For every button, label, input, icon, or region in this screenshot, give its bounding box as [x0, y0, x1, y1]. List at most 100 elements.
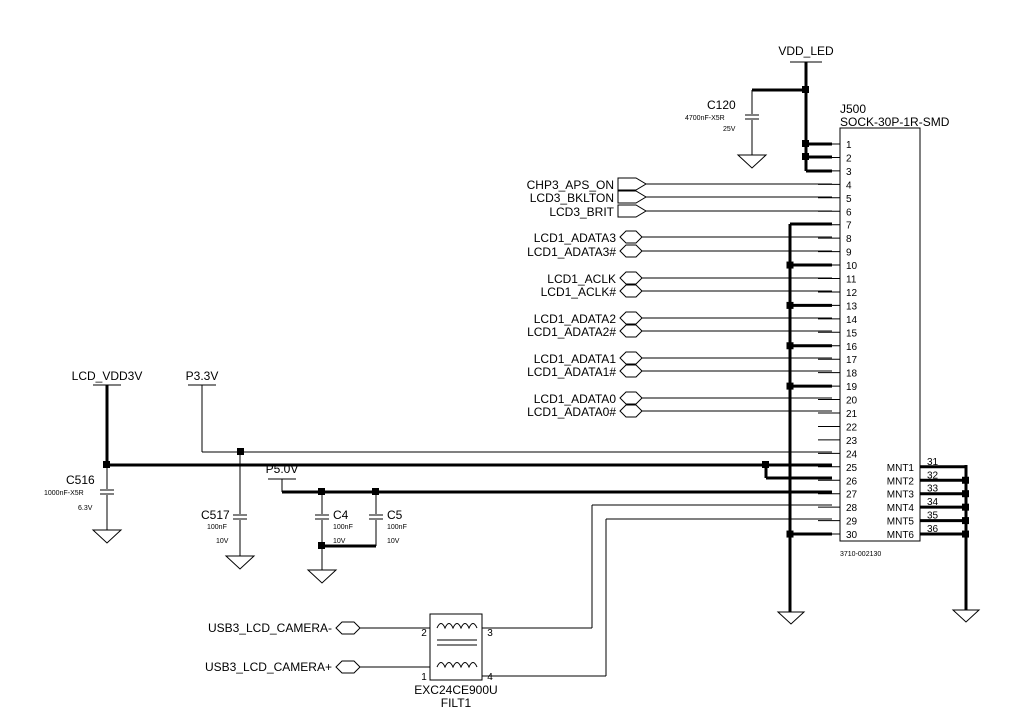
port-lcd1-adata1 — [619, 351, 643, 365]
filter-pin-1: 1 — [421, 672, 427, 683]
ground-junctions — [786, 261, 832, 538]
c120-volt: 25V — [723, 126, 736, 133]
c517-volt: 10V — [216, 538, 229, 545]
signal-lcd1-adata0: LCD1_ADATA0 — [534, 392, 617, 406]
pin-number: 22 — [846, 422, 858, 433]
filter-pin-3: 3 — [487, 628, 493, 639]
connector-pin-numbers: 1234567891011121314151617181920212223242… — [846, 140, 858, 541]
port-lcd1-adata0 — [619, 391, 643, 405]
junction — [372, 488, 379, 495]
pin-number: 1 — [846, 140, 852, 151]
mnt-pin-number: 32 — [927, 470, 939, 481]
signal-ports: CHP3_APS_ON LCD3_BKLTON LCD3_BRIT LCD1_A… — [527, 177, 832, 419]
port-lcd1-adata1n — [619, 364, 643, 378]
port-lcd1-aclkn — [619, 284, 643, 298]
junction — [786, 301, 794, 309]
pin-number: 28 — [846, 503, 858, 514]
signal-usb-cam-plus: USB3_LCD_CAMERA+ — [205, 660, 332, 674]
c5-value: 100nF — [387, 524, 407, 531]
pin-number: 12 — [846, 288, 858, 299]
c5-ref: C5 — [387, 508, 403, 522]
port-lcd1-adata2n — [619, 324, 643, 338]
connector-pin-stubs — [818, 143, 840, 535]
pin-number: 17 — [846, 355, 858, 366]
signal-lcd1-adata3: LCD1_ADATA3 — [534, 231, 617, 245]
pin-number: 30 — [846, 530, 858, 541]
mnt-pin-number: 34 — [927, 497, 939, 508]
pin-number: 27 — [846, 490, 858, 501]
pin-number: 18 — [846, 369, 858, 380]
junction — [802, 140, 809, 147]
filter-part: EXC24CE900U — [414, 683, 497, 697]
c4-ref: C4 — [333, 508, 349, 522]
junction — [786, 342, 794, 350]
connector-body — [839, 127, 921, 542]
signal-lcd3-brit: LCD3_BRIT — [549, 205, 614, 219]
port-lcd1-adata3 — [619, 230, 643, 244]
junction — [802, 86, 809, 93]
filter-pin-4: 4 — [487, 672, 493, 683]
signal-lcd1-adata0n: LCD1_ADATA0# — [527, 405, 616, 419]
c5-volt: 10V — [387, 538, 400, 545]
vdd-led-section: VDD_LED C120 4700nF-X5R 25V — [685, 44, 834, 173]
signal-lcd1-adata3n: LCD1_ADATA3# — [527, 245, 616, 259]
port-lcd1-adata3n — [619, 244, 643, 258]
mnt-pin-number: 31 — [927, 457, 939, 468]
connector-ref: J500 — [840, 102, 866, 116]
pin-number: 21 — [846, 409, 858, 420]
mnt-pin-number: 33 — [927, 484, 939, 495]
mnt-label: MNT1 — [887, 463, 915, 474]
signal-lcd1-aclkn: LCD1_ACLK# — [541, 285, 617, 299]
pin-number: 29 — [846, 517, 858, 528]
ground-symbol — [91, 529, 123, 544]
mnt-label: MNT3 — [887, 490, 915, 501]
ground-symbol — [776, 611, 806, 625]
power-rails: LCD_VDD3V P3.3V P5.0V — [72, 369, 832, 676]
pin-number: 9 — [846, 248, 852, 259]
c516-ref: C516 — [66, 473, 95, 487]
port-lcd1-aclk — [619, 271, 643, 285]
pin-number: 14 — [846, 315, 858, 326]
c4-volt: 10V — [333, 538, 346, 545]
pin-number: 15 — [846, 328, 858, 339]
c517-value: 100nF — [207, 524, 227, 531]
connector-partno: 3710-002130 — [840, 551, 881, 558]
p3v3-label: P3.3V — [186, 369, 219, 383]
signal-lcd1-adata1n: LCD1_ADATA1# — [527, 365, 616, 379]
c517-ref: C517 — [201, 508, 230, 522]
port-lcd3-bklton — [617, 190, 647, 204]
filter-coil-top — [436, 623, 478, 630]
pin-number: 24 — [846, 449, 858, 460]
signal-chp3-aps-on: CHP3_APS_ON — [527, 178, 614, 192]
connector-part: SOCK-30P-1R-SMD — [840, 115, 950, 129]
pin-number: 25 — [846, 463, 858, 474]
junction — [318, 542, 325, 549]
pin-number: 16 — [846, 342, 858, 353]
pin-number: 20 — [846, 396, 858, 407]
filter-coil-bottom — [436, 662, 478, 669]
pin-number: 6 — [846, 207, 852, 218]
junction — [786, 530, 794, 538]
signal-lcd1-aclk: LCD1_ACLK — [547, 272, 616, 286]
signal-lcd3-bklton: LCD3_BKLTON — [530, 191, 614, 205]
junction — [786, 382, 794, 390]
junction — [786, 261, 794, 269]
lcd-vdd3v-label: LCD_VDD3V — [72, 369, 143, 383]
mnt-label: MNT6 — [887, 530, 915, 541]
camera-usb-filter: USB3_LCD_CAMERA- USB3_LCD_CAMERA+ 2 1 3 … — [205, 613, 606, 710]
pin-number: 8 — [846, 234, 852, 245]
filter-pin-2: 2 — [421, 628, 427, 639]
pin-number: 19 — [846, 382, 858, 393]
ground-symbol — [951, 609, 981, 623]
mnt-pin-number: 36 — [927, 524, 939, 535]
port-chp3-aps-on — [617, 177, 647, 191]
junction — [762, 461, 769, 468]
c516-value: 1000nF-X5R — [44, 490, 84, 497]
port-usb-cam-minus — [335, 621, 361, 635]
c120-value: 4700nF-X5R — [685, 115, 725, 122]
ground-symbol — [224, 555, 256, 570]
pin-number: 3 — [846, 167, 852, 178]
port-lcd1-adata2 — [619, 311, 643, 325]
mnt-pin-number: 35 — [927, 511, 939, 522]
